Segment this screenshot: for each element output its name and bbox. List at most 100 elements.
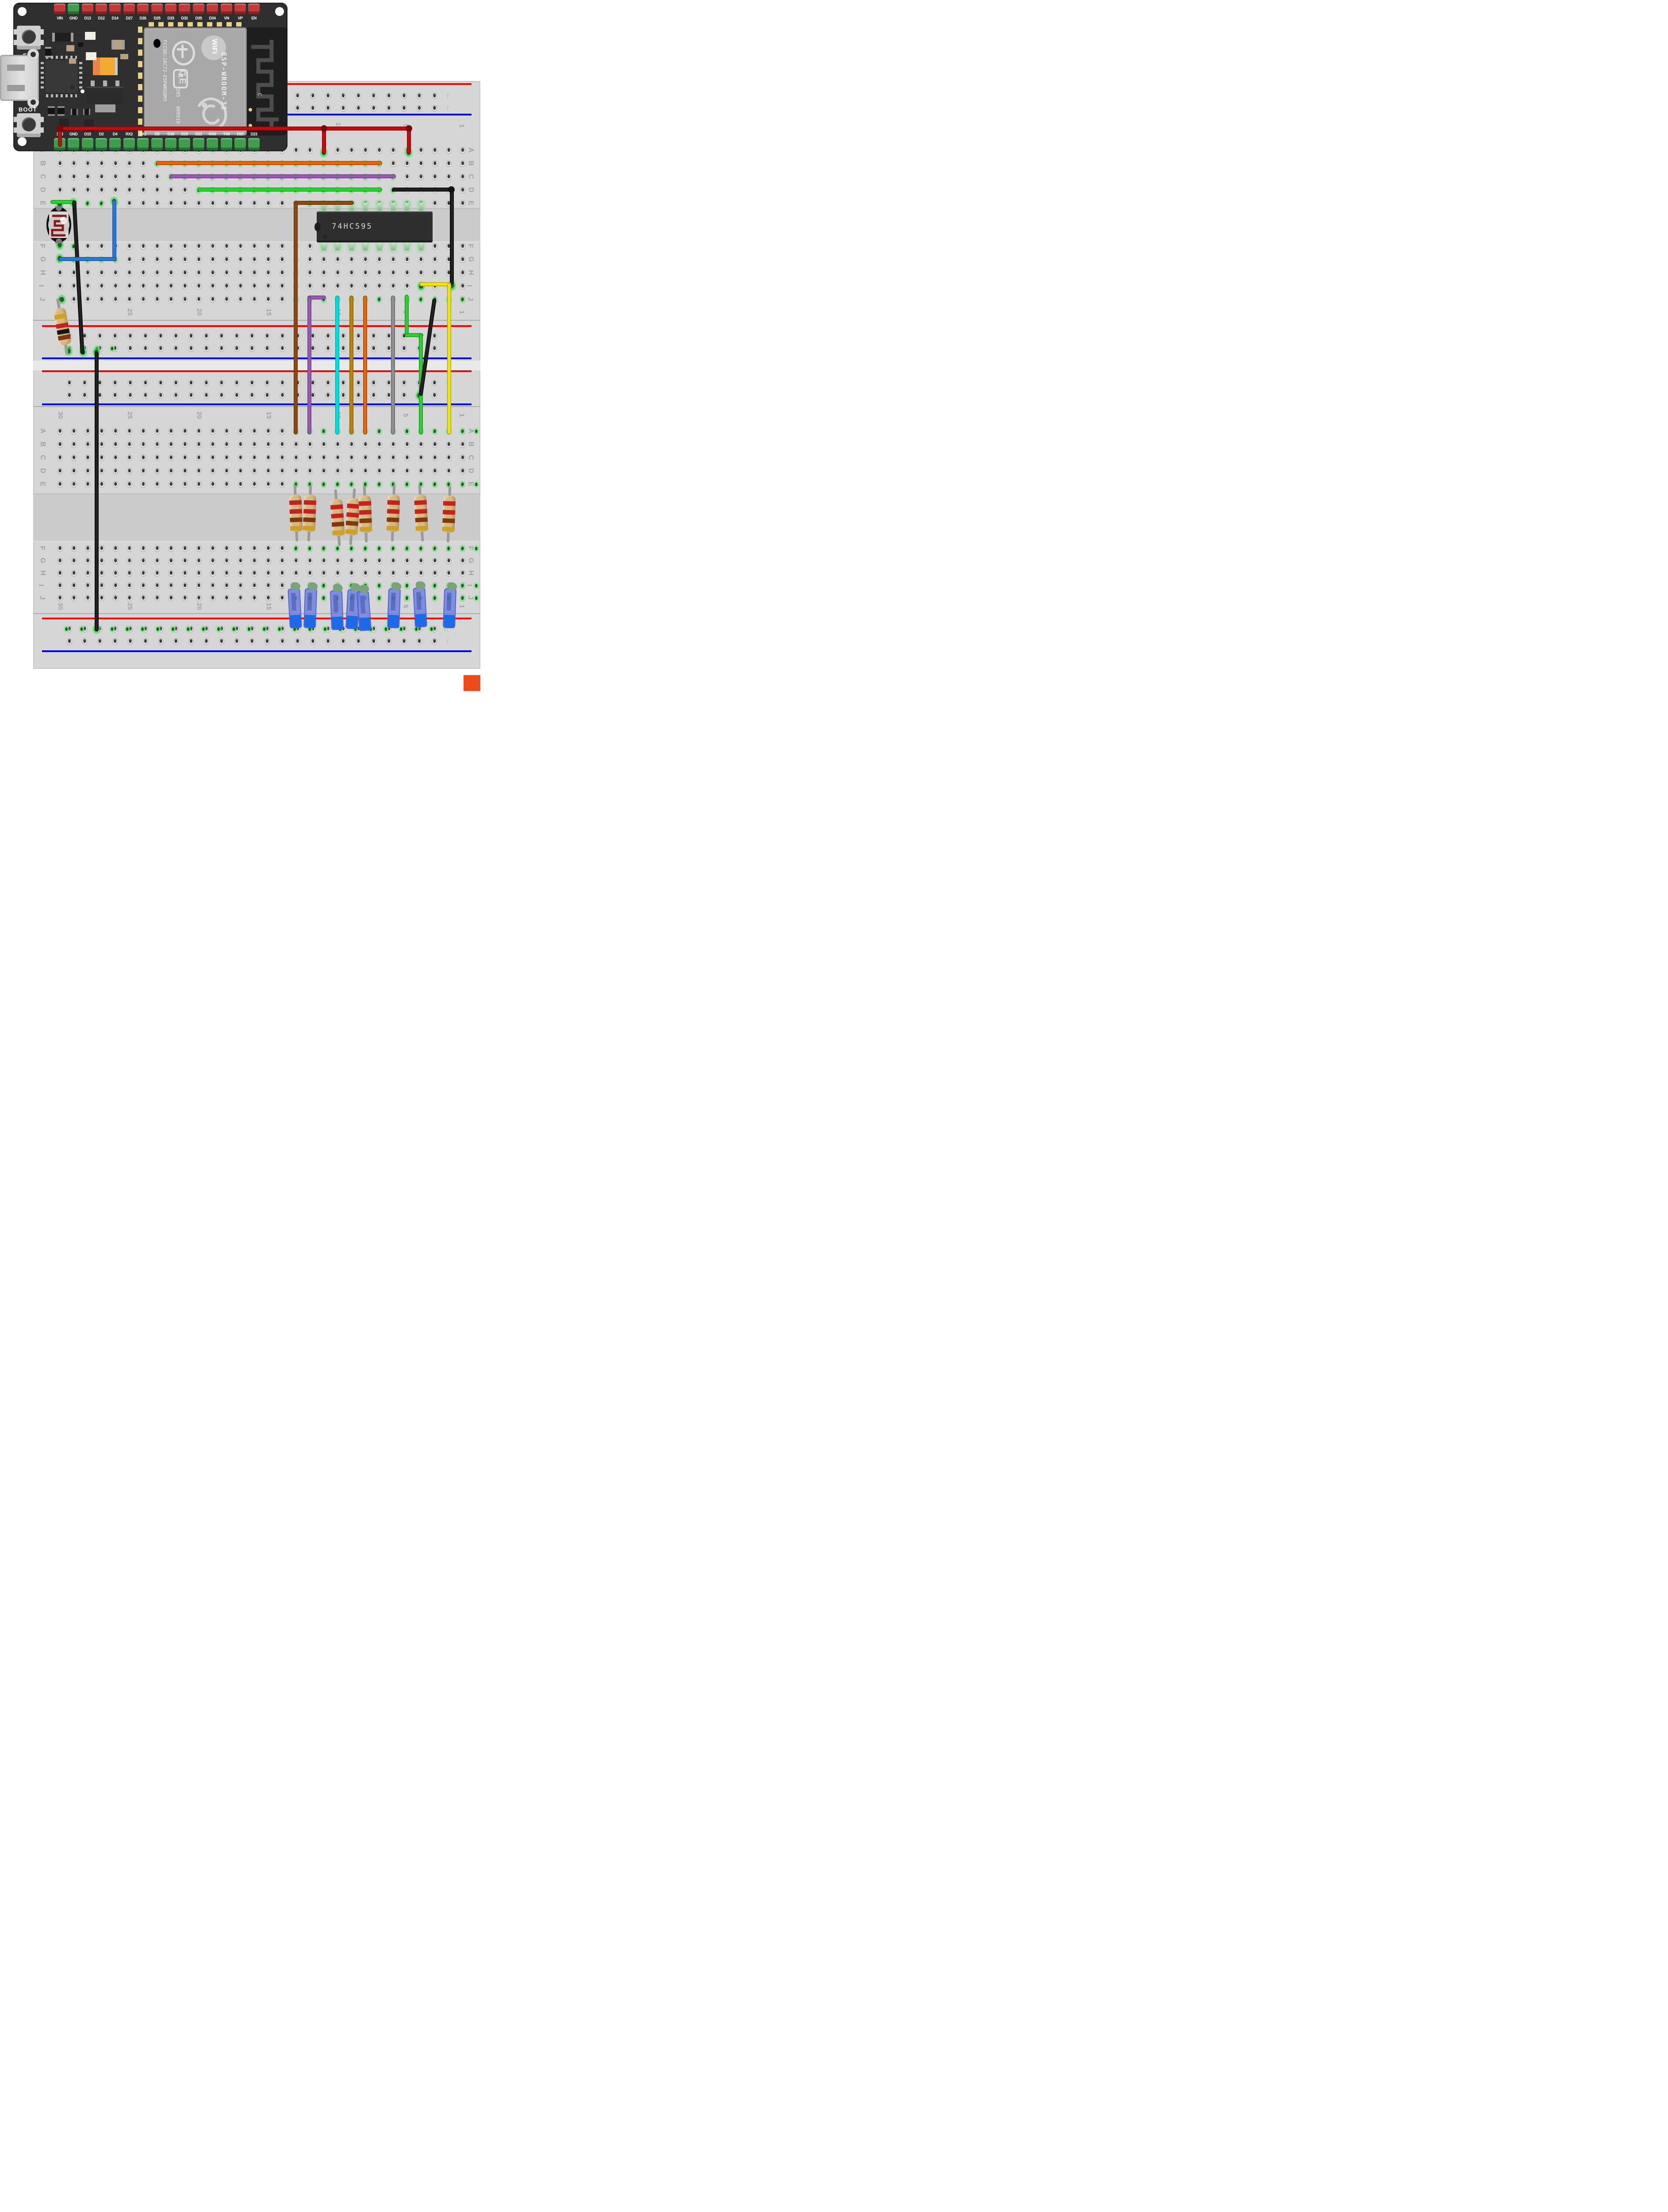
mid1-rail-red-line — [42, 325, 472, 327]
glow-lower-e — [289, 479, 480, 490]
esp-pin-vn — [221, 4, 232, 14]
wire-black-ground-link — [95, 352, 99, 631]
row-letter: A — [467, 428, 475, 434]
mid2-rail-holes-2 — [62, 390, 449, 401]
resistor-band — [303, 509, 316, 514]
pin-label: GND — [69, 16, 78, 20]
smd-resistor — [58, 108, 65, 114]
silk-dot — [81, 89, 84, 93]
contact-pad — [58, 294, 66, 305]
led-tip — [359, 617, 371, 630]
resistor-band — [387, 509, 400, 514]
glow-row-f-chip — [317, 241, 428, 252]
column-number: 15 — [265, 603, 272, 610]
row-letter: B — [38, 442, 46, 447]
resistor-band — [303, 500, 317, 505]
wire-olive-vertical — [349, 296, 353, 434]
shift-register-chip: 74HC595 — [314, 211, 433, 242]
resistor-band — [289, 509, 303, 514]
pin-label: D5 — [154, 132, 160, 136]
lower-row-g-holes — [53, 556, 471, 566]
pin-label: D15 — [84, 132, 91, 136]
wire-yellow-vertical — [447, 283, 451, 434]
pin-label: VIN — [57, 16, 63, 20]
column-number: 1 — [458, 413, 466, 417]
led-blue — [329, 584, 344, 630]
chip-pin — [335, 242, 340, 250]
led-blue — [412, 581, 428, 628]
glow-lower-f — [289, 543, 480, 554]
esp-pin-tx2 — [137, 138, 149, 150]
row-letter: C — [38, 455, 46, 460]
glow-lower-a — [289, 426, 480, 437]
wire-red-drop-col11 — [322, 127, 326, 154]
column-number: 30 — [56, 603, 64, 610]
pin-label: TX2 — [139, 132, 146, 136]
chip-pin — [377, 242, 382, 250]
mid1-rail-blue-line — [42, 357, 472, 359]
chip-pin1-dot — [323, 234, 327, 239]
boot-button-label: BOOT — [19, 106, 37, 113]
smd-capacitor — [66, 45, 74, 51]
row-letter: H — [38, 270, 46, 275]
column-number: 30 — [56, 411, 64, 419]
lower-channel — [33, 493, 480, 542]
resistor-band — [415, 526, 429, 531]
chip-pin — [405, 203, 409, 211]
antenna-pad — [249, 124, 252, 127]
row-letter: B — [467, 442, 475, 447]
wire-green2-top — [405, 295, 409, 337]
column-number: 15 — [265, 308, 272, 316]
row-letter: J — [466, 297, 474, 301]
row-h-holes — [53, 268, 471, 278]
smd-resistor — [83, 109, 90, 115]
resistor-band — [442, 518, 455, 523]
row-letter: G — [39, 557, 47, 564]
row-letter: I — [37, 584, 45, 587]
wire-blue-horizontal — [59, 257, 116, 261]
module-pads-top — [149, 22, 154, 27]
row-letter: I — [465, 584, 473, 587]
corner-marker — [464, 675, 480, 691]
led-electrode — [307, 592, 312, 611]
esp-pin-d22 — [234, 138, 246, 150]
led-blue — [387, 582, 402, 629]
resistor-220 — [303, 484, 317, 542]
mount-hole — [18, 7, 27, 16]
resistor-band — [330, 504, 343, 510]
wire-red-joint — [406, 125, 412, 132]
ce-mark: CE — [177, 70, 187, 86]
glow-bottom-rail — [59, 624, 445, 634]
resistor-band — [290, 526, 303, 531]
esp-pin-gnd2 — [68, 138, 79, 150]
resistor-220 — [289, 484, 303, 542]
boot-button — [14, 113, 44, 137]
usb-uart-chip — [41, 56, 82, 97]
micro-usb-connector — [0, 55, 39, 101]
resistor-band — [290, 517, 303, 522]
column-number: 15 — [265, 411, 272, 419]
chip-pin — [349, 203, 354, 211]
pin-label: D33 — [167, 16, 174, 20]
led-blue — [287, 582, 303, 629]
esp-pin-d15 — [82, 138, 93, 150]
wire-brown-elbow — [294, 201, 354, 205]
smd-led — [86, 52, 96, 60]
chip-pin — [349, 242, 354, 250]
row-letter: G — [467, 256, 475, 262]
wifi-logo: WiFi — [201, 35, 226, 60]
column-number: 5 — [402, 604, 410, 608]
row-letter: J — [466, 595, 474, 600]
r-mark: R — [173, 69, 188, 88]
chip-pin — [391, 242, 395, 250]
chip-pin — [419, 242, 423, 250]
mid2-rail-holes-1 — [62, 378, 449, 388]
resistor-band — [345, 520, 359, 526]
photoresistor — [46, 204, 72, 246]
chip-notch — [314, 223, 321, 231]
pin-label: D18 — [167, 132, 174, 136]
pin-label: D26 — [139, 16, 146, 20]
resistor-band — [359, 518, 372, 523]
row-letter: G — [467, 557, 475, 564]
esp32-board: EN BOOT — [0, 3, 288, 151]
